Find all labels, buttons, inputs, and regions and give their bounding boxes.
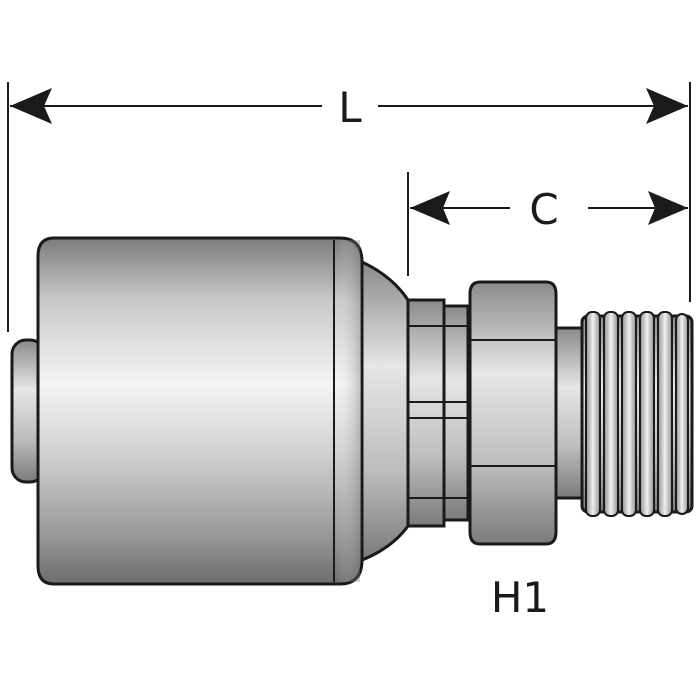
arrowhead-right-icon <box>648 191 688 225</box>
dimension-label-c: C <box>529 185 558 234</box>
dimension-label-h1: H1 <box>491 573 549 622</box>
male-thread <box>580 311 694 517</box>
ferrule-shell <box>36 236 364 586</box>
thread-crest <box>675 313 689 515</box>
dimension-l: L <box>10 83 688 132</box>
arrowhead-left-icon <box>410 191 450 225</box>
hex-nut <box>468 280 558 546</box>
neck-taper <box>360 259 410 563</box>
thread-crest <box>603 311 619 517</box>
dimension-label-l: L <box>338 83 362 132</box>
thread-crest <box>639 311 655 517</box>
thread-collar <box>554 326 586 500</box>
dimension-c: C <box>410 185 688 234</box>
thread-crest <box>585 311 601 517</box>
arrowhead-right-icon <box>646 88 688 124</box>
stem-section <box>406 298 470 528</box>
arrowhead-left-icon <box>10 88 52 124</box>
thread-crest <box>657 311 673 517</box>
thread-crest <box>621 311 637 517</box>
